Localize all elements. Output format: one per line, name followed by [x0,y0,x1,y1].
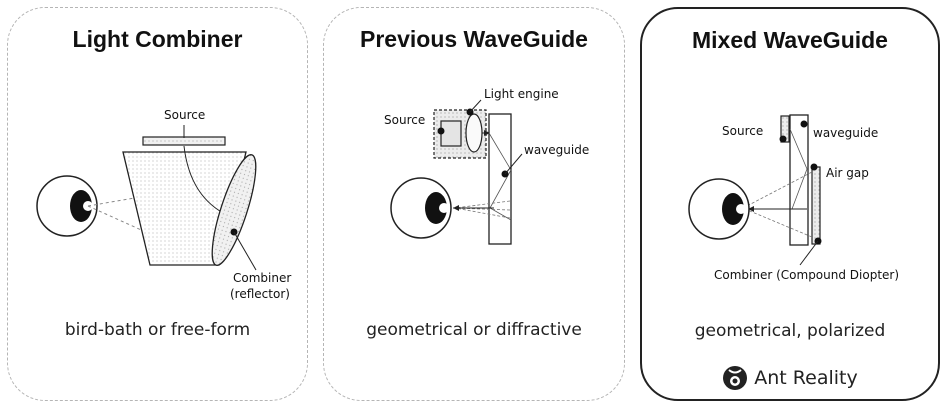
light-engine-label: Light engine [484,87,559,101]
source-display [440,120,462,147]
waveguide-label: waveguide [813,126,878,140]
ant-reality-logo-icon [723,366,748,390]
eye-icon [688,178,750,240]
eye-icon [36,175,98,237]
panel-caption: geometrical, polarized [694,321,886,341]
source-label: Source [164,108,205,122]
waveguide-slab [488,113,512,245]
lens-icon [465,113,483,153]
source-label: Source [384,113,425,127]
light-combiner-diagram: Source Combiner (reflector) [36,108,291,301]
eye-icon [390,177,452,239]
mixed-waveguide-diagram: Source waveguide Air gap Combiner (Compo… [688,114,899,282]
combiner-label: Combiner (Compound Diopter) [714,268,899,282]
panel-title: Light Combiner [72,26,243,52]
combiner-label: Combiner [233,271,291,285]
combiner-compound-diopter [811,166,821,245]
source-display [780,115,790,143]
panel-caption: bird-bath or free-form [64,320,251,340]
combiner-reflector [211,154,257,266]
air-gap-label: Air gap [826,166,869,180]
waveguide-slab [789,114,809,246]
source-panel [142,136,226,146]
source-label: Source [722,124,763,138]
previous-waveguide-diagram: Source Light engine waveguide [384,87,589,245]
panel-title: Mixed WaveGuide [692,27,888,53]
combiner-sub-label: (reflector) [230,287,290,301]
panel-previous-waveguide: Previous WaveGuide Source Light engine w… [323,7,625,401]
panel-mixed-waveguide: Mixed WaveGuide Source waveguide Air gap… [640,7,940,401]
brand: Ant Reality [642,365,938,391]
brand-name: Ant Reality [754,367,858,389]
waveguide-label: waveguide [524,143,589,157]
panel-title: Previous WaveGuide [360,26,588,52]
panel-caption: geometrical or diffractive [366,320,582,340]
panel-light-combiner: Light Combiner Source [7,7,308,401]
